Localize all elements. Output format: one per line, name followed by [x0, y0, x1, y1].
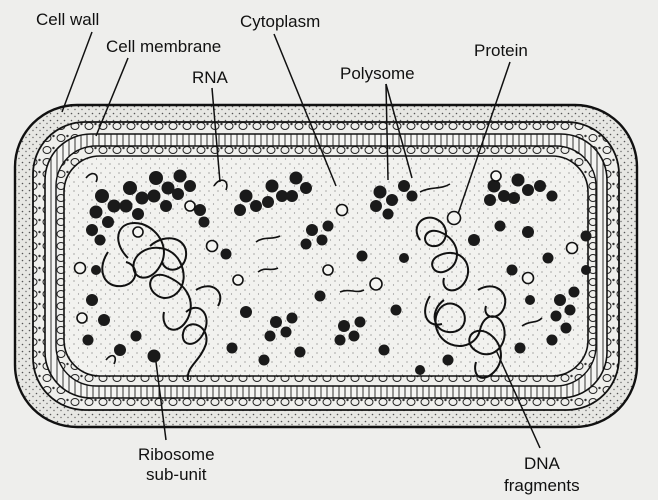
label-dna-line2: fragments [504, 476, 580, 495]
label-protein: Protein [474, 41, 528, 60]
label-polysome: Polysome [340, 64, 415, 83]
label-cytoplasm: Cytoplasm [240, 12, 320, 31]
label-dna-line1: DNA [524, 454, 561, 473]
label-ribosome-line1: Ribosome [138, 445, 215, 464]
label-cell-wall: Cell wall [36, 10, 99, 29]
leader-cell-wall [62, 32, 92, 112]
label-ribosome-line2: sub-unit [146, 465, 207, 484]
label-rna: RNA [192, 68, 229, 87]
label-cell-membrane: Cell membrane [106, 37, 221, 56]
